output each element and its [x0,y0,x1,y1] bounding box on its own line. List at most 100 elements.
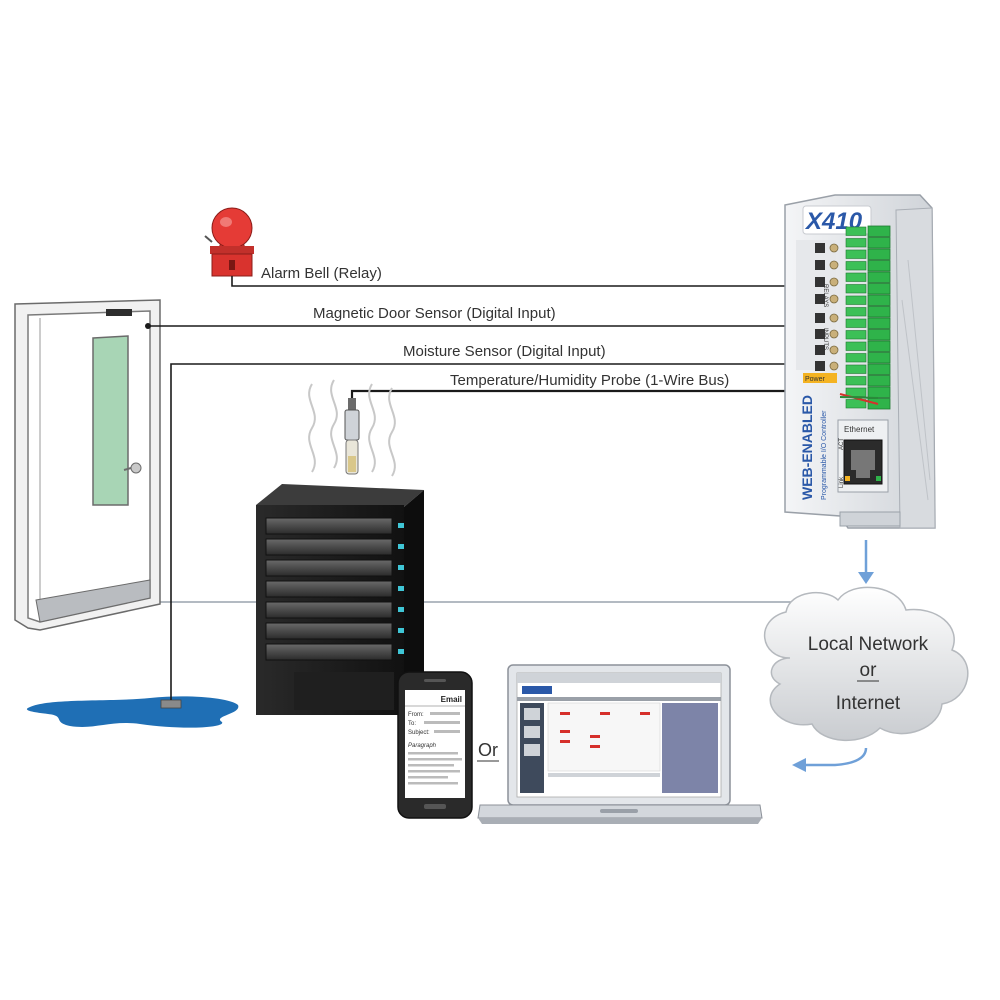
indicator-box [815,294,825,304]
terminal-slot [867,375,891,387]
door-sensor-label: Magnetic Door Sensor (Digital Input) [313,305,556,322]
status-led [829,277,839,287]
terminal-screw [845,226,867,236]
terminal-screw [845,295,867,305]
server-blade [265,559,393,577]
status-led [829,313,839,323]
network-cloud [763,586,969,741]
device-side-sublabel: Programmable I/O Controller [821,410,828,500]
terminal-slot [867,340,891,352]
server-led [398,523,404,528]
temp-probe-label: Temperature/Humidity Probe (1-Wire Bus) [450,372,729,389]
terminal-screw [845,399,867,409]
terminal-screw [845,353,867,363]
server-blade [265,643,393,661]
terminal-screw [845,364,867,374]
indicator-box [815,345,825,355]
alarm-bell-icon [204,207,254,277]
terminal-slot [867,386,891,398]
cloud-line-1: Local Network [808,634,929,655]
server-led [398,544,404,549]
moisture-sensor-label: Moisture Sensor (Digital Input) [403,343,606,360]
indicator-box [815,243,825,253]
status-led [829,243,839,253]
server-blade [265,517,393,535]
server-blade [265,601,393,619]
terminal-screw [845,341,867,351]
door [14,299,161,631]
terminal-screw [845,376,867,386]
alarm-bell-wire [231,276,820,287]
phone-subject-label: Subject: [408,730,430,736]
server-blade [265,580,393,598]
status-led [829,294,839,304]
terminal-slot [867,248,891,260]
arrow-left-icon [792,747,868,772]
terminal-slot [867,260,891,272]
terminal-slot [867,294,891,306]
terminal-screw [845,318,867,328]
terminal-screw [845,284,867,294]
terminal-slot [867,225,891,237]
water-puddle [26,696,239,728]
power-label: Power [805,376,826,383]
server-led [398,607,404,612]
cloud-line-3: Internet [836,693,901,714]
server-led [398,628,404,633]
terminal-slot [867,352,891,364]
server-blades [265,517,404,661]
terminal-slot [867,271,891,283]
server-led [398,649,404,654]
terminal-slot [867,363,891,375]
terminal-screw [845,238,867,248]
phone-from-label: From: [408,712,424,718]
terminal-screw [845,272,867,282]
terminal-slot [867,306,891,318]
temp-probe-wire [350,389,876,398]
terminal-screw [845,330,867,340]
terminal-block [845,225,891,410]
status-led [829,260,839,270]
laptop-screen-content [517,673,721,793]
temperature-humidity-probe [344,398,360,475]
ethernet-label: Ethernet [844,425,875,434]
status-led [829,361,839,371]
terminal-slot [867,237,891,249]
terminal-screw [845,307,867,317]
moisture-sensor-wire [170,363,820,700]
smartphone [397,671,473,819]
device-side-label: WEB-ENABLED [799,395,815,500]
phone-email-title: Email [441,695,462,704]
act-label: ACT [839,438,845,450]
link-label: Link [839,476,845,488]
status-led [829,329,839,339]
indicator-box [815,260,825,270]
indicator-box [815,361,825,371]
terminal-slot [867,283,891,295]
server-blade [265,538,393,556]
indicator-box [815,313,825,323]
terminal-screw [845,249,867,259]
terminal-slot [867,317,891,329]
terminal-slot [867,398,891,410]
terminal-screw [845,387,867,397]
phone-text-lines [408,712,462,785]
terminal-screw [845,261,867,271]
arrow-down-icon [858,540,874,584]
status-leds [815,243,839,371]
server-led [398,565,404,570]
inputs-label: INPUTS [822,328,828,350]
alarm-bell-label: Alarm Bell (Relay) [261,265,382,282]
cloud-line-2: or [860,660,878,681]
status-led [829,345,839,355]
server-blade [265,622,393,640]
or-label: Or [478,740,498,760]
phone-body-label: Paragraph [408,743,437,749]
heat-waves [308,379,396,477]
indicator-box [815,277,825,287]
terminal-slot [867,329,891,341]
server-led [398,586,404,591]
indicator-box [815,329,825,339]
moisture-sensor [160,699,182,709]
